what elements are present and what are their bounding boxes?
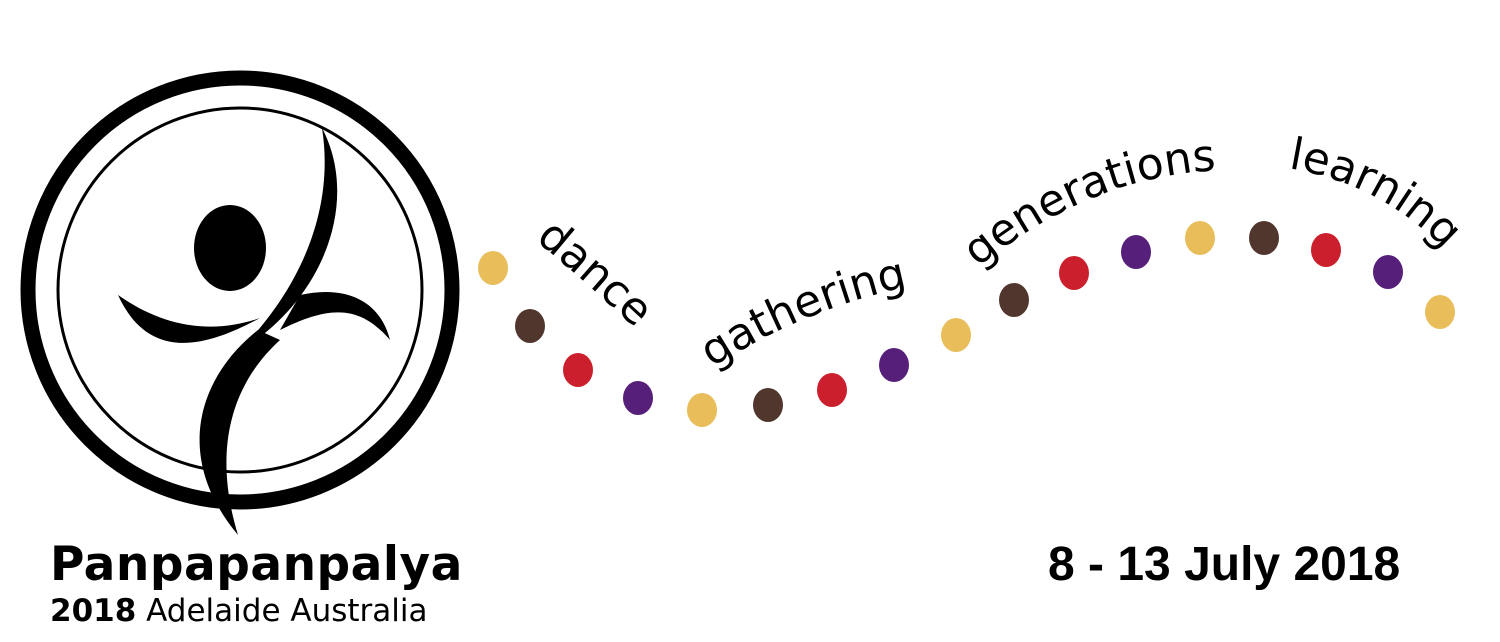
dot-ochre: [1185, 221, 1215, 255]
dot-purple: [1121, 235, 1151, 269]
dot-ochre: [1425, 295, 1455, 329]
dot-trail: [478, 221, 1455, 427]
brand-subtitle: 2018 Adelaide Australia: [50, 593, 428, 629]
dancer-arm-right: [238, 128, 338, 352]
dot-red: [563, 353, 593, 387]
dot-brown: [515, 309, 545, 343]
word-dance: dance: [528, 209, 663, 336]
dancer-arm-left: [118, 295, 260, 343]
dot-brown: [999, 283, 1029, 317]
word-learning: learning: [1286, 129, 1472, 258]
logo-inner-ring: [56, 106, 424, 474]
brand-place: Adelaide Australia: [146, 593, 428, 629]
dancer-logo: [20, 70, 460, 535]
dancer-torso: [280, 292, 390, 340]
event-dates: 8 - 13 July 2018: [1048, 538, 1401, 591]
dot-ochre: [478, 251, 508, 285]
dancer-leg: [199, 330, 280, 535]
dot-purple: [1373, 255, 1403, 289]
dot-red: [1311, 233, 1341, 267]
dot-brown: [753, 388, 783, 422]
dancer-head: [194, 205, 266, 291]
dot-purple: [879, 348, 909, 382]
dot-ochre: [941, 318, 971, 352]
dot-ochre: [687, 393, 717, 427]
word-generations: generations: [953, 130, 1217, 276]
brand-name: Panpapanpalya: [50, 537, 463, 592]
dot-red: [1059, 256, 1089, 290]
brand-year: 2018: [50, 593, 137, 629]
dot-purple: [623, 381, 653, 415]
word-gathering: gathering: [691, 248, 910, 377]
logo-outer-ring: [20, 70, 460, 510]
dot-brown: [1249, 221, 1279, 255]
dot-red: [817, 373, 847, 407]
